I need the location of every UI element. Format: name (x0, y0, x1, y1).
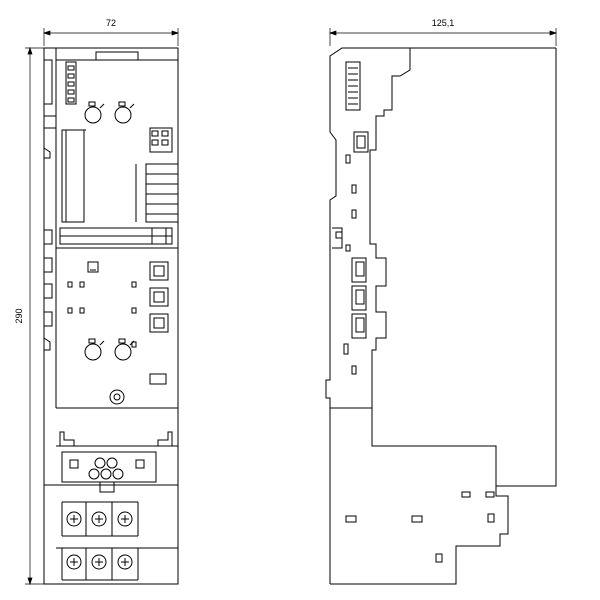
vertical-slot (61, 129, 85, 223)
terminal-box-2 (149, 287, 169, 307)
dimension-height (25, 46, 44, 586)
potentiometer-4 (114, 343, 132, 361)
fin-stack (145, 163, 179, 223)
terminal-box-3 (149, 313, 169, 333)
front-view (43, 47, 179, 585)
small-led (87, 261, 99, 273)
dimension-side-width (328, 28, 558, 46)
terminal-screw-6 (117, 554, 133, 570)
dimension-front-width (42, 28, 180, 46)
switch-block (149, 127, 173, 153)
side-outline (325, 47, 557, 584)
terminal-screw-1 (66, 511, 82, 527)
side-view (325, 47, 557, 585)
front-outline (43, 47, 179, 585)
mounting-screw (109, 389, 125, 405)
terminal-screw-4 (66, 554, 82, 570)
potentiometer-3 (84, 343, 102, 361)
terminal-screw-2 (91, 511, 107, 527)
height-label: 290 (14, 308, 24, 323)
side-connector-strip (345, 61, 361, 111)
front-width-label: 72 (106, 18, 116, 28)
top-connector-strip (65, 61, 77, 105)
potentiometer-1 (84, 106, 102, 124)
terminal-screw-3 (117, 511, 133, 527)
potentiometer-2 (114, 106, 132, 124)
side-width-label: 125,1 (432, 18, 455, 28)
terminal-screw-5 (91, 554, 107, 570)
terminal-box-1 (149, 261, 169, 281)
